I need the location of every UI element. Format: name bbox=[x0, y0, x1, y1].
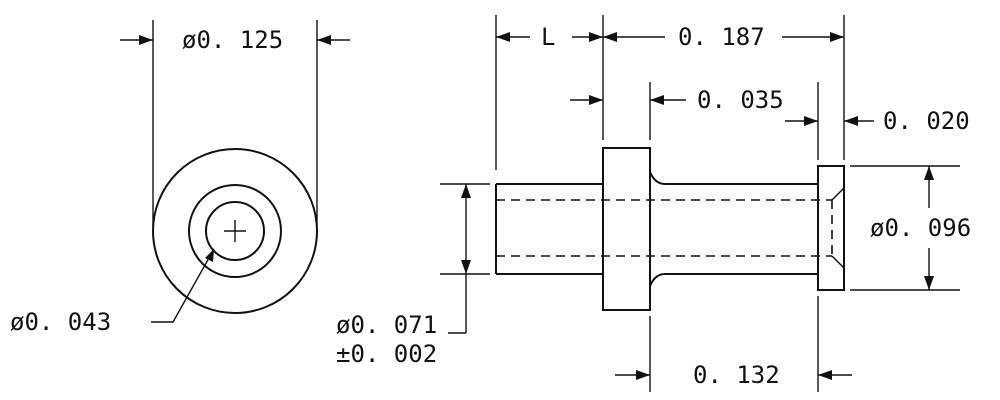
arrowhead bbox=[636, 370, 650, 380]
dim-hole-diameter: ø0. 043 bbox=[10, 308, 111, 336]
dim-head-diameter: ø0. 096 bbox=[870, 214, 971, 242]
end-view: ø0. 125 ø0. 043 bbox=[10, 20, 350, 336]
arrowhead bbox=[317, 35, 331, 45]
arrowhead bbox=[461, 184, 471, 198]
side-view: L 0. 187 0. 035 0. 020 ø0. 096 bbox=[336, 15, 971, 392]
dim-shank-diameter: ø0. 071 bbox=[336, 311, 437, 339]
neck-bottom-edge bbox=[649, 273, 818, 287]
arrowhead bbox=[461, 260, 471, 274]
arrowhead bbox=[924, 166, 934, 180]
arrowhead bbox=[589, 95, 603, 105]
leader-line bbox=[151, 248, 215, 323]
arrowhead bbox=[496, 32, 510, 42]
arrowhead bbox=[844, 116, 858, 126]
arrowhead bbox=[830, 32, 844, 42]
arrowhead bbox=[139, 35, 153, 45]
arrowhead bbox=[804, 116, 818, 126]
arrowhead bbox=[589, 32, 603, 42]
neck-top-edge bbox=[649, 171, 818, 185]
middle-circle bbox=[188, 184, 282, 278]
arrowhead bbox=[603, 32, 617, 42]
countersink-bottom bbox=[831, 255, 845, 269]
countersink-top bbox=[831, 187, 845, 201]
dim-outer-diameter: ø0. 125 bbox=[182, 26, 283, 54]
arrowhead bbox=[818, 370, 832, 380]
dim-length-L: L bbox=[541, 23, 555, 51]
outer-circle bbox=[152, 148, 318, 314]
dim-length-0187: 0. 187 bbox=[678, 23, 765, 51]
dim-head-width: 0. 020 bbox=[883, 107, 970, 135]
dim-flange-width: 0. 035 bbox=[697, 86, 784, 114]
dim-shank-tolerance: ±0. 002 bbox=[336, 340, 437, 368]
flange bbox=[602, 147, 651, 311]
dim-length-0132: 0. 132 bbox=[693, 361, 780, 389]
head bbox=[817, 165, 845, 291]
arrowhead bbox=[650, 95, 664, 105]
hole-circle bbox=[205, 201, 265, 261]
arrowhead bbox=[205, 249, 214, 262]
arrowhead bbox=[924, 276, 934, 290]
